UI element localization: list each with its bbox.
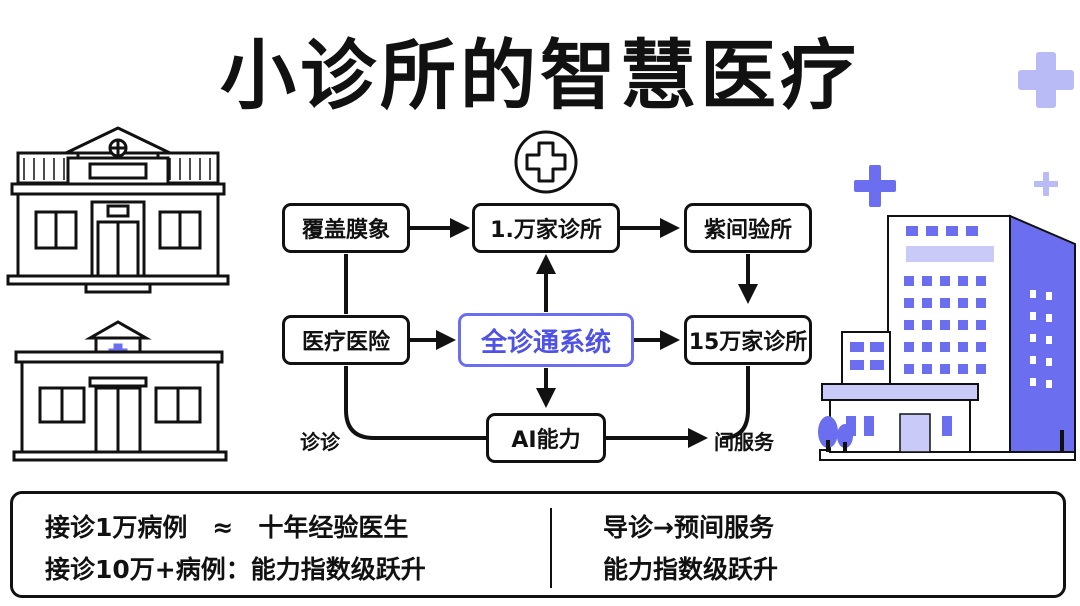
plus-icon-medium — [854, 165, 896, 207]
summary-left-line-2: 接诊10万+病例：能力指数级跃升 — [45, 555, 426, 584]
summary-divider — [550, 508, 552, 588]
page-title: 小诊所的智慧医疗 — [220, 31, 860, 120]
clinic-building-icon-2 — [12, 320, 228, 462]
node-yiliao-yixian: 医疗医险 — [282, 315, 410, 365]
medical-cross-icon — [514, 130, 578, 194]
node-quanzhentong-system: 全诊通系统 — [458, 313, 634, 367]
plus-icon-large — [1018, 52, 1074, 108]
summary-left-line-1: 接诊1万病例 ≈ 十年经验医生 — [45, 513, 409, 542]
hospital-building-icon — [818, 214, 1076, 461]
label-jian-fuwu: 间服务 — [714, 430, 774, 454]
plus-icon-small — [1034, 172, 1058, 196]
node-zijian-yansuo: 紫间验所 — [684, 203, 812, 253]
summary-panel: 接诊1万病例 ≈ 十年经验医生 接诊10万+病例：能力指数级跃升 导诊→预间服务… — [10, 491, 1066, 598]
summary-right-line-1: 导诊→预间服务 — [603, 513, 774, 542]
clinic-building-icon-1 — [6, 126, 230, 294]
node-fugai-moxiang: 覆盖膜象 — [282, 203, 410, 253]
node-ai-capability: AI能力 — [486, 413, 606, 463]
node-15-wan-jia-zhensuo: 15万家诊所 — [684, 315, 812, 365]
flow-arrows — [344, 218, 758, 448]
summary-right-line-2: 能力指数级跃升 — [603, 555, 779, 584]
label-zhenzhen: 诊诊 — [300, 430, 340, 454]
node-1-wan-jia-zhensuo: 1.万家诊所 — [472, 203, 620, 253]
